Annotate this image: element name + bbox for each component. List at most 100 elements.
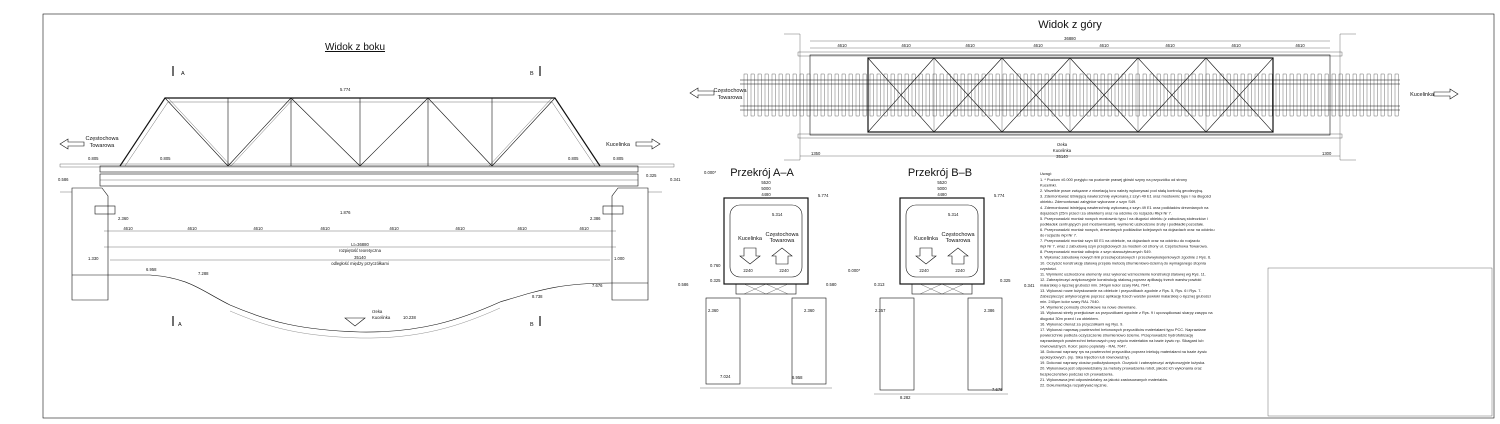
sleeper <box>764 73 769 117</box>
section-b-clearance <box>905 204 979 278</box>
section-b-lvl-2386: 2.386 <box>984 308 995 313</box>
sleeper <box>1079 73 1084 117</box>
section-a-lvl-0000: 0.000* <box>704 170 716 175</box>
svg-text:4610: 4610 <box>320 226 330 231</box>
section-b-right-dir-1: Częstochowa <box>941 232 975 238</box>
note-line: 9. Wykonać zabudowę nowych linii przeciw… <box>1040 255 1211 260</box>
sleeper <box>1352 73 1357 117</box>
sleeper <box>834 73 839 117</box>
svg-text:4610: 4610 <box>1099 43 1109 48</box>
note-line: 15. Wykonać strefy przejściowe za przycz… <box>1040 310 1213 315</box>
svg-text:4610: 4610 <box>901 43 911 48</box>
section-a-lvl-0325: 0.325 <box>710 278 721 283</box>
note-line: 8. Przeprowadzić montaż odbojnic z szyn … <box>1040 249 1152 254</box>
sleeper <box>1191 73 1196 117</box>
sleeper <box>876 73 881 117</box>
section-b-lvl-0000: 0.000* <box>848 268 860 273</box>
note-line: 12. Zabezpieczyć antykorozyjnie konstruk… <box>1040 277 1201 282</box>
note-line: rkpl Nr 7, wraz z zabudową szyn przejści… <box>1040 244 1208 249</box>
note-line: 20. Wykonawca jest odpowiedzialny za met… <box>1040 366 1202 371</box>
sleeper <box>771 73 776 117</box>
section-b-pier-right <box>967 297 1003 391</box>
sleeper <box>743 73 748 117</box>
sleeper <box>1296 73 1301 117</box>
section-a-w2: 5000 <box>761 186 771 191</box>
sleeper <box>1156 73 1161 117</box>
svg-text:4610: 4610 <box>253 226 263 231</box>
dim-1000: 1.000 <box>614 256 625 261</box>
note-line: 18. Dokonać naprawy rys na powierzchni p… <box>1040 349 1207 354</box>
note-line: 6. Przeprowadzić montaż nowych, drewnian… <box>1040 227 1215 232</box>
svg-text:4610: 4610 <box>187 226 197 231</box>
sleeper <box>1044 73 1049 117</box>
sleeper <box>1051 73 1056 117</box>
sleeper <box>806 73 811 117</box>
top-river-name: Kucelinka <box>1053 148 1072 153</box>
note-line: 21. Wykonawca jest odpowiedzialny za jak… <box>1040 377 1168 382</box>
sleeper <box>1058 73 1063 117</box>
note-line: Zabezpieczyć antykorozyjnie poprzez apli… <box>1040 294 1211 299</box>
section-a-right-dir-2: Towarowa <box>770 238 796 244</box>
section-a-w3: 4480 <box>761 192 771 197</box>
walkway-bottom <box>797 133 1343 139</box>
section-b-gauge-r: 2240 <box>955 268 965 273</box>
section-b-lvl-2357: 2.357 <box>875 308 886 313</box>
section-a-label-bottom: A <box>178 322 182 328</box>
svg-text:4610: 4610 <box>1295 43 1305 48</box>
top-panel-dims: 4610 4610 4610 4610 4610 4610 4610 4610 <box>837 43 1305 48</box>
section-a-title: Przekrój A–A <box>730 167 794 179</box>
sleeper <box>848 73 853 117</box>
river-name: Kucelinka <box>372 315 391 320</box>
sleeper <box>1149 73 1154 117</box>
note-line: 4. Zdemontować istniejącą nawierzchnię w… <box>1040 205 1209 210</box>
sleeper <box>1114 73 1119 117</box>
sleeper <box>1163 73 1168 117</box>
section-a-lvl-0760: 0.760 <box>710 263 721 268</box>
section-b-h2: 5.314 <box>948 212 959 217</box>
sleeper <box>1184 73 1189 117</box>
sleeper <box>988 73 993 117</box>
svg-text:4610: 4610 <box>389 226 399 231</box>
sleepers <box>743 73 1399 117</box>
sleeper <box>1037 73 1042 117</box>
sleeper <box>1282 73 1287 117</box>
note-line: 13. Wykonać nowe łożyskowanie na obiekci… <box>1040 288 1202 293</box>
sleeper <box>1226 73 1231 117</box>
sleeper <box>792 73 797 117</box>
sleeper <box>1345 73 1350 117</box>
sleeper <box>883 73 888 117</box>
span-label: Lt=36880 <box>351 242 369 247</box>
section-a-deck <box>735 283 797 295</box>
sleeper <box>1380 73 1385 117</box>
section-a-lvl-0580: 0.580 <box>826 282 837 287</box>
level-2360: 2.360 <box>118 216 129 221</box>
notes-heading: Uwagi: <box>1040 171 1052 176</box>
sleeper <box>995 73 1000 117</box>
clear-desc: odległość między przyczółkami <box>331 261 389 266</box>
abutment-left <box>71 187 109 301</box>
side-view: Widok z boku A B <box>58 42 681 339</box>
sleeper <box>1016 73 1021 117</box>
section-a-h2: 5.314 <box>772 212 783 217</box>
section-a-portal <box>723 197 809 285</box>
level-8738: 8.738 <box>532 294 543 299</box>
sleeper <box>827 73 832 117</box>
section-b-lvl-8282: 8.282 <box>900 395 911 400</box>
abutment-left-top <box>784 33 801 161</box>
svg-text:4610: 4610 <box>1231 43 1241 48</box>
notes-lines: 1. * Poziom ±0.000 przyjęto na poziomie … <box>1040 177 1215 387</box>
section-a-pier-left <box>705 297 741 385</box>
svg-text:4610: 4610 <box>1165 43 1175 48</box>
note-line: 19. Dokonać naprawy ciosów podłożyskowyc… <box>1040 360 1205 365</box>
section-a-lvl-0586: 0.586 <box>678 282 689 287</box>
level-0805-left: 0.805 <box>160 156 171 161</box>
level-1876: 1.876 <box>340 210 351 215</box>
note-line: 2. Wszelkie prace związane z niwelacją t… <box>1040 188 1203 193</box>
level-0325: 0.325 <box>646 173 657 178</box>
section-a-lvl-7024: 7.024 <box>720 374 731 379</box>
sleeper <box>1086 73 1091 117</box>
svg-text:4610: 4610 <box>837 43 847 48</box>
note-line: 7. Przeprowadzić montaż szyn 60 E1 na ob… <box>1040 238 1200 243</box>
dir-right: Kucelinka <box>606 142 631 148</box>
clear-label: 35140 <box>354 255 366 260</box>
